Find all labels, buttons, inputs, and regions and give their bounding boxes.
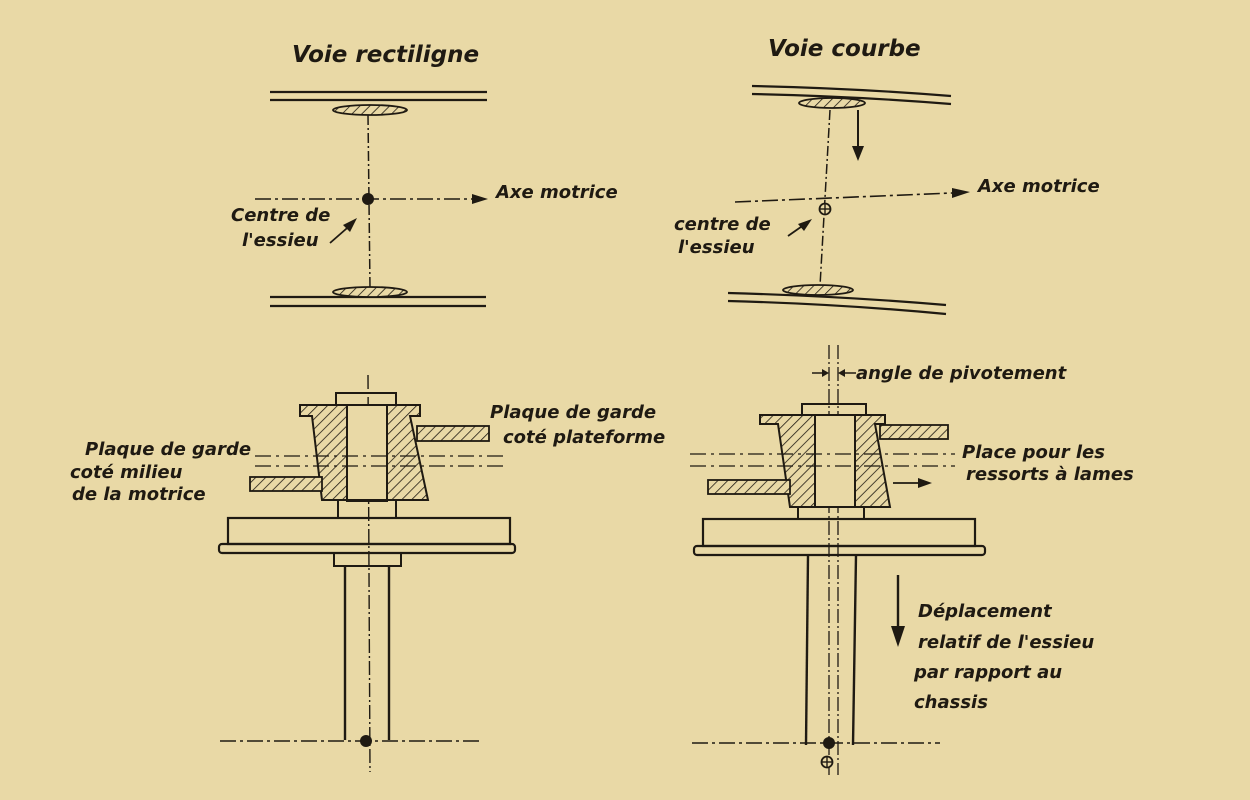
guard-plate-middle-label-line2: coté milieu bbox=[70, 462, 183, 483]
axle-center-label-curved-line2: l'essieu bbox=[678, 237, 755, 258]
box-bore-curved bbox=[814, 414, 856, 508]
rail-top bbox=[270, 90, 487, 102]
rail-bottom bbox=[270, 295, 486, 308]
guard-plate-platform-side-curved bbox=[879, 424, 949, 440]
wheel-contact-bottom-curved bbox=[782, 284, 854, 296]
guard-plate-platform-side bbox=[416, 425, 490, 442]
rail-bottom-curved bbox=[727, 291, 947, 316]
axle-axis-arrowhead-curved bbox=[952, 188, 970, 198]
displacement-label-line1: Déplacement bbox=[918, 601, 1053, 622]
straight-track-title: Voie rectiligne bbox=[292, 42, 479, 68]
curved-track-view: Voie courbe Axe motrice centre de l'essi… bbox=[674, 36, 1134, 775]
axle-axis-label: Axe motrice bbox=[494, 182, 618, 203]
rail-top-curved bbox=[751, 84, 952, 106]
axle-shaft-left-curved bbox=[804, 554, 810, 746]
straight-track-view: Voie rectiligne Axe motrice Centre de l'… bbox=[70, 42, 665, 773]
pivot-angle-label: angle de pivotement bbox=[856, 363, 1068, 384]
axle-line-curved bbox=[819, 109, 831, 287]
axle-center-label-curved-line1: centre de bbox=[674, 214, 771, 235]
box-cap-curved bbox=[801, 403, 867, 416]
axle-center-label-line1: Centre de bbox=[231, 205, 330, 226]
axle-axis-label-curved: Axe motrice bbox=[976, 176, 1100, 197]
wheel-contact-top-curved bbox=[798, 97, 866, 109]
guard-plate-middle-label-line1: Plaque de garde bbox=[85, 439, 251, 460]
leaf-spring-space-label-line2: ressorts à lames bbox=[966, 464, 1134, 485]
box-cap bbox=[335, 392, 397, 406]
axle-axis-arrowhead bbox=[472, 194, 488, 204]
wheel-contact-top bbox=[332, 104, 408, 116]
displacement-label-line3: par rapport au bbox=[913, 662, 1062, 683]
guard-plate-platform-label-line1: Plaque de garde bbox=[490, 402, 656, 423]
guard-plate-platform-label-line2: coté plateforme bbox=[503, 427, 665, 448]
axle-axis-line-curved bbox=[734, 192, 953, 203]
wheel-contact-bottom bbox=[332, 286, 408, 298]
curved-track-title: Voie courbe bbox=[768, 36, 921, 62]
displacement-label-line2: relatif de l'essieu bbox=[918, 632, 1094, 653]
guard-plate-middle-side-curved bbox=[707, 479, 791, 495]
displacement-label-line4: chassis bbox=[914, 692, 988, 713]
box-bore bbox=[346, 404, 388, 502]
leaf-spring-space-label-line1: Place pour les bbox=[962, 442, 1105, 463]
axle-center-point-section-curved bbox=[823, 737, 835, 749]
axle-shaft-right-curved bbox=[851, 554, 858, 746]
axle-center-point bbox=[362, 193, 374, 205]
axle-center-point-section bbox=[360, 735, 372, 747]
guard-plate-middle-side bbox=[249, 476, 323, 492]
guard-plate-middle-label-line3: de la motrice bbox=[72, 484, 206, 505]
axle-center-label-line2: l'essieu bbox=[242, 230, 319, 251]
wheel-flange-curved bbox=[701, 517, 977, 548]
